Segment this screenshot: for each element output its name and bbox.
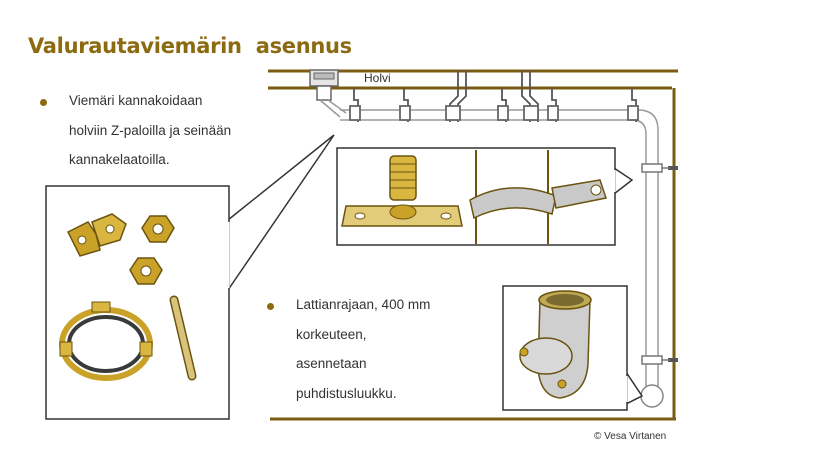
wall-clamps — [641, 163, 670, 365]
hex-nut-icon-2 — [129, 257, 163, 285]
bullet-point-2: Lattianrajaan, 400 mm korkeuteen, asenne… — [267, 296, 497, 408]
plate-callout — [336, 147, 634, 246]
bullet-dot — [40, 99, 47, 106]
pipe-clamp-bracket-icon — [469, 150, 607, 244]
bullet-text-2: Lattianrajaan, 400 mm korkeuteen, asenne… — [296, 290, 430, 408]
bullet-point-1: Viemäri kannakoidaan holviin Z-paloilla … — [40, 92, 300, 175]
z-hanger-7 — [627, 88, 639, 122]
ceiling-label: Holvi — [364, 71, 391, 85]
wall-clamp-lower — [641, 355, 663, 365]
z-hanger-2 — [399, 88, 411, 122]
pipe-drop-inner — [327, 99, 347, 114]
callout-pointer-bottom — [625, 369, 644, 406]
roof-drain-icon — [309, 69, 339, 101]
bullet-text-1: Viemäri kannakoidaan holviin Z-paloilla … — [69, 86, 231, 175]
pipe-drop — [319, 99, 341, 118]
building-frame — [268, 69, 678, 421]
callout-pointer-left — [227, 134, 335, 291]
z-hanger-6 — [547, 88, 559, 122]
bullet-2-line-3: asennetaan — [296, 356, 367, 371]
callout-pointer-middle — [613, 166, 634, 196]
bullet-1-line-3: kannakelaatoilla. — [69, 152, 170, 167]
cleanout-fitting-icon — [519, 290, 592, 399]
bullet-1-line-2: holviin Z-paloilla ja seinään — [69, 122, 232, 138]
z-hanger-4 — [497, 88, 509, 122]
ceiling-hangers — [349, 70, 639, 122]
threaded-rod-icon — [169, 295, 197, 381]
cleanout-callout — [502, 285, 644, 411]
pipe-clamp-icon — [59, 301, 153, 381]
bullet-dot — [267, 303, 274, 310]
z-hanger-3 — [445, 70, 467, 122]
wall-clamp-upper — [641, 163, 663, 173]
copyright-notice: © Vesa Virtanen — [594, 431, 667, 442]
hex-nut-icon — [141, 215, 175, 243]
cleanout-icon — [640, 384, 664, 408]
mounting-plate-icon — [341, 155, 463, 227]
z-hanger-1 — [349, 88, 361, 122]
slide-title: Valurautaviemärin asennus — [28, 34, 352, 58]
z-hanger-5 — [521, 70, 539, 122]
fittings-callout-box — [45, 185, 230, 420]
fittings-callout — [45, 134, 335, 420]
bullet-2-line-4: puhdistusluukku. — [296, 385, 397, 401]
bullet-1-line-1: Viemäri kannakoidaan — [69, 93, 203, 108]
z-bracket-icon — [66, 213, 127, 257]
bullet-2-line-2: korkeuteen, — [296, 326, 367, 342]
bullet-2-line-1: Lattianrajaan, 400 mm — [296, 297, 431, 312]
